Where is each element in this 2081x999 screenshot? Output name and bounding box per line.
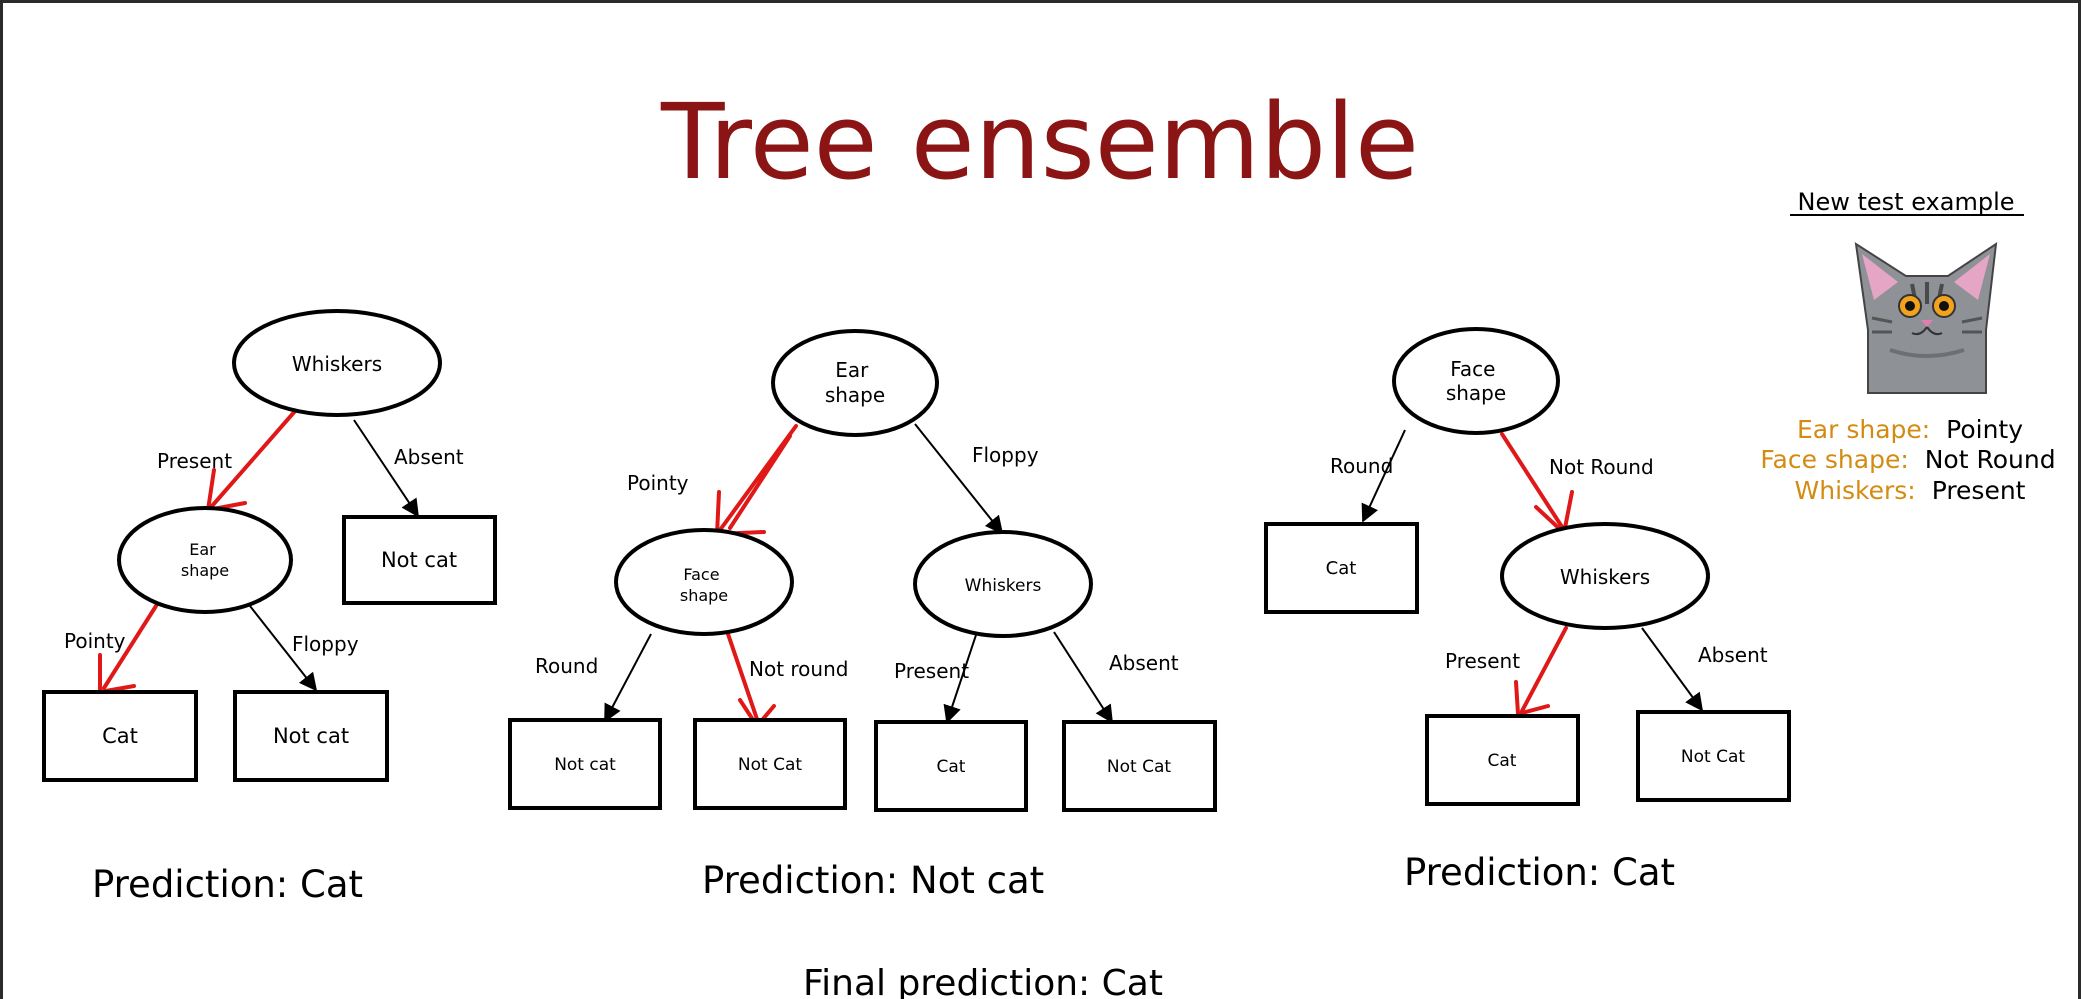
tree-3-edge-label-round: Round (1330, 454, 1393, 478)
tree-1-leaf-not-cat-floppy-label: Not cat (273, 724, 349, 748)
tree-2-node-ear-shape (771, 329, 939, 437)
tree-3-edge-absent (1641, 627, 1704, 712)
tree-2-leaf-cat-label: Cat (937, 757, 966, 777)
tree-2-node-whiskers (913, 530, 1093, 638)
tree-3-path-present (1514, 626, 1568, 717)
tree-1-edge-label-floppy: Floppy (292, 632, 359, 656)
tree-2-leaf-not-cat-not-round-label: Not Cat (738, 755, 802, 775)
tree-2-leaf-not-cat-round (508, 718, 662, 810)
tree-2-edge-absent (1053, 631, 1113, 724)
tree-2-edge-label-floppy: Floppy (972, 443, 1039, 467)
tree-3-path-not-round (1500, 432, 1574, 537)
tree-2-edge-label-not-round: Not round (749, 657, 848, 681)
tree-3-edge-label-not-round: Not Round (1549, 455, 1654, 479)
tree-2-edge-label-absent: Absent (1109, 651, 1179, 675)
tree-3-prediction: Prediction: Cat (1404, 851, 1675, 894)
tree-3-leaf-cat-present (1425, 714, 1580, 806)
tree-3-node-face-shape (1392, 327, 1560, 435)
tree-2-leaf-not-cat-absent (1062, 720, 1217, 812)
tree-3-leaf-cat-present-label: Cat (1488, 751, 1517, 771)
tree-2-node-face-shape-label: Face shape (680, 565, 728, 605)
slide-border-right (2078, 0, 2081, 999)
test-example-heading: New test example (1798, 188, 2015, 216)
tree-2-node-whiskers-label: Whiskers (965, 576, 1042, 596)
tree-1-node-whiskers (232, 309, 442, 417)
tree-2-prediction: Prediction: Not cat (702, 859, 1044, 902)
tree-2-node-ear-shape-label: Ear shape (825, 358, 885, 407)
slide-border-top (0, 0, 2081, 3)
test-example-panel: New test example Ear shape: Pointy Face … (1760, 188, 2055, 505)
tree-3-edge-label-present: Present (1445, 649, 1520, 673)
tree-1-leaf-not-cat-floppy (233, 690, 389, 782)
tree-3-leaf-not-cat-absent (1636, 710, 1791, 802)
tree-2-leaf-not-cat-round-label: Not cat (554, 755, 616, 775)
tree-3-leaf-cat-round (1264, 522, 1419, 614)
final-prediction: Final prediction: Cat (803, 963, 1163, 999)
tree-1-edge-label-present: Present (157, 449, 232, 473)
tree-1-node-ear-shape-label: Ear shape (181, 540, 229, 580)
tree-2-edge-label-round: Round (535, 654, 598, 678)
tree-3-node-whiskers-label: Whiskers (1560, 565, 1650, 589)
tree-2-edge-round (604, 633, 652, 723)
tree-3: Face shape Cat Whiskers Cat Not Cat Roun… (1264, 327, 1791, 894)
tree-2-path-pointy (714, 424, 798, 537)
tree-1-edge-label-absent: Absent (394, 445, 464, 469)
slide-border-left (0, 0, 3, 999)
tree-3-node-face-shape-label: Face shape (1446, 357, 1506, 405)
tree-2-edge-label-pointy: Pointy (627, 471, 689, 495)
tree-2-edge-present (943, 631, 978, 724)
tree-2-edge-floppy (914, 423, 1004, 535)
tree-1-leaf-not-cat-absent-label: Not cat (381, 548, 457, 572)
tree-1-leaf-cat (42, 690, 198, 782)
feature-whiskers: Whiskers: Present (1795, 476, 2026, 505)
feature-face-shape: Face shape: Not Round (1760, 445, 2055, 474)
tree-1-node-ear-shape (117, 506, 293, 614)
tree-2-leaf-not-cat-not-round (693, 718, 847, 810)
feature-ear-shape: Ear shape: Pointy (1797, 415, 2023, 444)
tree-1-edge-absent (353, 419, 419, 518)
tree-1-leaf-not-cat-absent (342, 515, 497, 605)
tree-2: Ear shape Face shape Whiskers Not cat No… (508, 329, 1217, 902)
tree-1-leaf-cat-label: Cat (102, 724, 138, 748)
tree-3-leaf-cat-round-label: Cat (1326, 558, 1357, 579)
tree-1-edge-label-pointy: Pointy (64, 629, 126, 653)
tree-3-edge-round (1361, 429, 1406, 523)
tree-3-leaf-not-cat-absent-label: Not Cat (1681, 747, 1745, 767)
tree-1-edge-floppy (249, 605, 318, 692)
page-title: Tree ensemble (660, 81, 1419, 203)
tree-3-node-whiskers (1500, 522, 1710, 630)
tree-2-leaf-not-cat-absent-label: Not Cat (1107, 757, 1171, 777)
tree-2-node-face-shape (614, 528, 794, 636)
tree-2-leaf-cat (874, 720, 1028, 812)
tree-3-edge-label-absent: Absent (1698, 643, 1768, 667)
tree-1-prediction: Prediction: Cat (92, 863, 363, 906)
tree-1: Whiskers Ear shape Not cat Cat Not cat P… (42, 309, 497, 906)
tree-2-edge-label-present: Present (894, 659, 969, 683)
tree-1-node-whiskers-label: Whiskers (292, 352, 382, 376)
cat-icon (1854, 241, 1998, 394)
